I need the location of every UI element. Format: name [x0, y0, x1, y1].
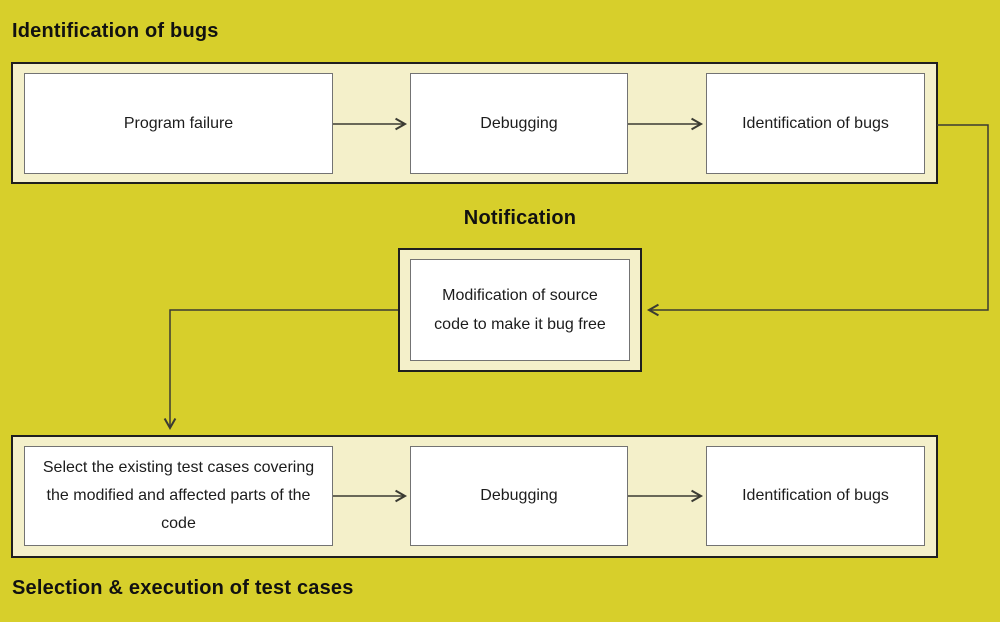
arrow-modification-to-selection-band — [163, 309, 398, 431]
node-select-existing-test-cases: Select the existing test cases covering … — [24, 446, 333, 546]
node-modification-of-source-code: Modification of source code to make it b… — [410, 259, 630, 361]
heading-selection-execution: Selection & execution of test cases — [12, 577, 354, 599]
heading-notification: Notification — [463, 207, 577, 229]
node-identification-of-bugs-bottom: Identification of bugs — [706, 446, 925, 546]
node-identification-of-bugs-top: Identification of bugs — [706, 73, 925, 174]
heading-identification-of-bugs: Identification of bugs — [12, 20, 219, 42]
node-program-failure: Program failure — [24, 73, 333, 174]
modification-box-frame: Modification of source code to make it b… — [398, 248, 642, 372]
node-debugging-top: Debugging — [410, 73, 628, 174]
node-debugging-bottom: Debugging — [410, 446, 628, 546]
